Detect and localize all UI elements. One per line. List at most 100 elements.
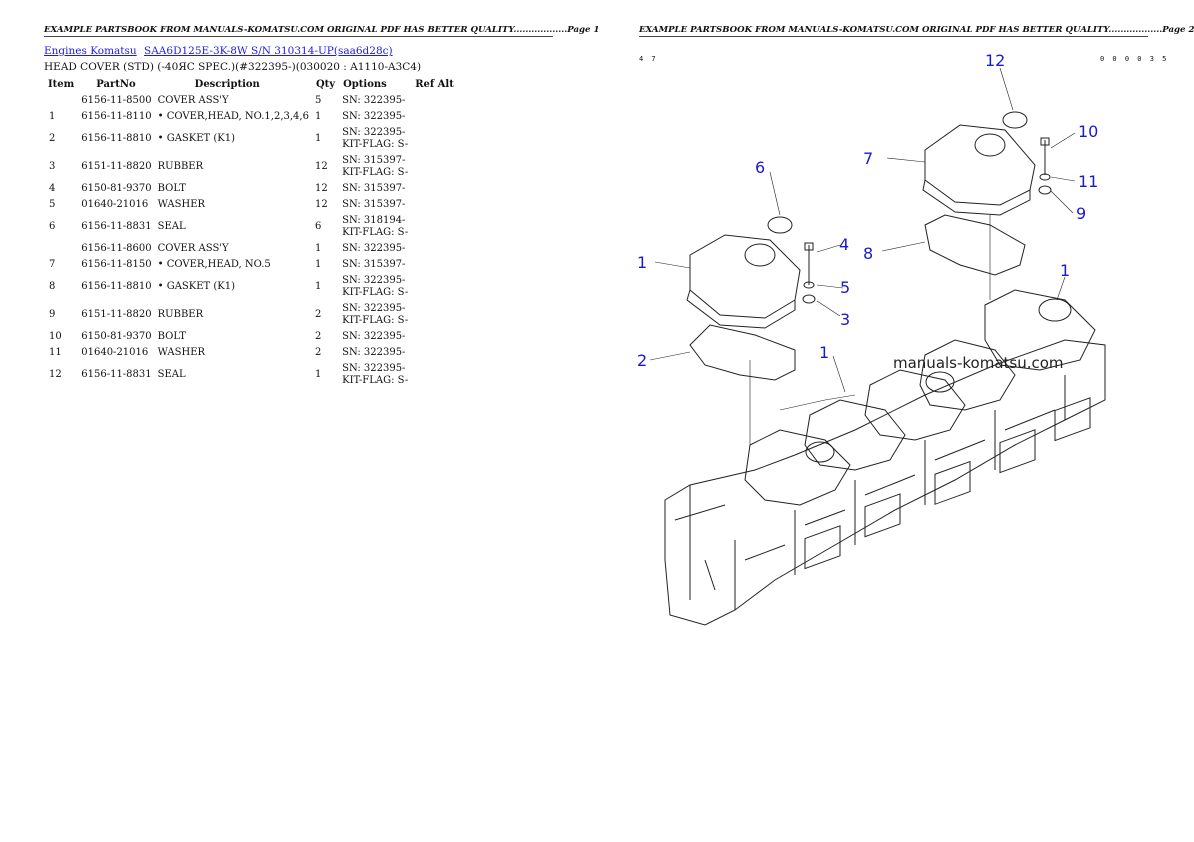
col-header-partno: PartNo <box>96 78 136 90</box>
page-2: EXAMPLE PARTSBOOK FROM MANUALS-KOMATSU.C… <box>595 0 1194 842</box>
cell-options: SN: 315397- <box>339 257 411 273</box>
cell-description: BOLT <box>157 183 186 194</box>
cell-partno: 6156-11-8500 <box>81 95 152 106</box>
cell-refalt <box>411 153 458 181</box>
cell-description: • COVER,HEAD, NO.1,2,3,4,6 <box>157 111 309 122</box>
option-kit-flag: KIT-FLAG: S- <box>342 315 409 326</box>
cell-partno: 6156-11-8831 <box>81 369 152 380</box>
cell-item: 6 <box>49 221 56 232</box>
breadcrumb-link-engines[interactable]: Engines Komatsu <box>44 45 137 57</box>
cell-qty: 1 <box>314 281 322 292</box>
col-header-qty: Qty <box>315 78 336 90</box>
cell-options: SN: 315397- <box>339 197 411 213</box>
callout-number: 1 <box>819 343 829 362</box>
callout-number: 3 <box>840 310 850 329</box>
cell-refalt <box>411 241 458 257</box>
cell-description: RUBBER <box>157 309 204 320</box>
option-kit-flag: KIT-FLAG: S- <box>342 375 409 386</box>
cell-refalt <box>411 213 458 241</box>
exploded-gasket-8 <box>924 214 1026 276</box>
cell-partno: 01640-21016 <box>81 199 149 210</box>
cell-partno: 6156-11-8831 <box>81 221 152 232</box>
cell-options: SN: 322395-KIT-FLAG: S- <box>339 273 411 301</box>
option-sn: SN: 322395- <box>342 275 406 286</box>
page-header: EXAMPLE PARTSBOOK FROM MANUALS-KOMATSU.C… <box>639 25 1194 37</box>
parts-table: Item PartNo Description Qty Options Ref … <box>44 77 458 389</box>
cell-partno: 6156-11-8110 <box>81 111 152 122</box>
cell-partno: 6156-11-8810 <box>81 281 152 292</box>
breadcrumb-link-model[interactable]: SAA6D125E-3K-8W S/N 310314-UP(saa6d28c) <box>144 45 393 57</box>
option-sn: SN: 315397- <box>342 155 406 166</box>
table-header-row: Item PartNo Description Qty Options Ref … <box>44 77 458 93</box>
cell-description: RUBBER <box>157 161 204 172</box>
cell-qty: 5 <box>314 95 322 106</box>
cell-partno: 6156-11-8810 <box>81 133 152 144</box>
cell-partno: 01640-21016 <box>81 347 149 358</box>
section-title: HEAD COVER (STD) (-40ЯC SPEC.)(#322395-)… <box>44 61 422 73</box>
cell-refalt <box>411 181 458 197</box>
seal-6 <box>767 216 793 234</box>
washer-5 <box>803 281 815 289</box>
option-sn: SN: 315397- <box>342 259 406 270</box>
installed-cover-3 <box>864 369 966 441</box>
callout-number: 6 <box>755 158 765 177</box>
cell-qty: 2 <box>314 331 322 342</box>
callout-number: 7 <box>863 149 873 168</box>
cell-options: SN: 322395-KIT-FLAG: S- <box>339 301 411 329</box>
cell-item: 3 <box>49 161 56 172</box>
cell-refalt <box>411 301 458 329</box>
cell-qty: 12 <box>314 161 328 172</box>
cell-description: WASHER <box>157 199 206 210</box>
cell-options: SN: 318194-KIT-FLAG: S- <box>339 213 411 241</box>
cell-qty: 6 <box>314 221 322 232</box>
cell-partno: 6151-11-8820 <box>81 161 152 172</box>
bolt-4 <box>804 242 814 285</box>
option-sn: SN: 315397- <box>342 183 406 194</box>
option-sn: SN: 315397- <box>342 199 406 210</box>
cell-item: 2 <box>49 133 56 144</box>
cell-description: SEAL <box>157 221 186 232</box>
installed-cover-2 <box>804 399 906 471</box>
option-sn: SN: 322395- <box>342 243 406 254</box>
option-kit-flag: KIT-FLAG: S- <box>342 227 409 238</box>
cell-partno: 6156-11-8150 <box>81 259 152 270</box>
cell-qty: 2 <box>314 309 322 320</box>
cell-refalt <box>411 257 458 273</box>
cell-refalt <box>411 197 458 213</box>
callout-number: 1 <box>1060 261 1070 280</box>
diagram-code-right: 0 0 0 0 3 5 <box>1100 55 1169 63</box>
col-header-description: Description <box>194 78 260 90</box>
callout-number: 11 <box>1078 172 1098 191</box>
cell-options: SN: 322395- <box>339 345 411 361</box>
cell-description: • COVER,HEAD, NO.5 <box>157 259 271 270</box>
installed-cover-1 <box>744 429 851 506</box>
page-header: EXAMPLE PARTSBOOK FROM MANUALS-KOMATSU.C… <box>44 25 600 37</box>
cell-item: 11 <box>49 347 62 358</box>
installed-cover-4 <box>919 339 1016 411</box>
col-header-item: Item <box>48 78 75 90</box>
callout-number: 5 <box>840 278 850 297</box>
cell-refalt <box>411 345 458 361</box>
callout-number: 9 <box>1076 204 1086 223</box>
cell-qty: 1 <box>314 111 322 122</box>
option-sn: SN: 322395- <box>342 111 406 122</box>
cell-qty: 12 <box>314 183 328 194</box>
cell-item: 4 <box>49 183 56 194</box>
washer-11 <box>1039 173 1051 181</box>
cell-item <box>44 241 78 257</box>
option-sn: SN: 322395- <box>342 331 406 342</box>
cell-partno: 6151-11-8820 <box>81 309 152 320</box>
cell-qty: 2 <box>314 347 322 358</box>
callout-number: 1 <box>637 253 647 272</box>
cell-qty: 1 <box>314 369 322 380</box>
option-sn: SN: 318194- <box>342 215 406 226</box>
page-1: EXAMPLE PARTSBOOK FROM MANUALS-KOMATSU.C… <box>0 0 600 842</box>
cell-refalt <box>411 361 458 389</box>
